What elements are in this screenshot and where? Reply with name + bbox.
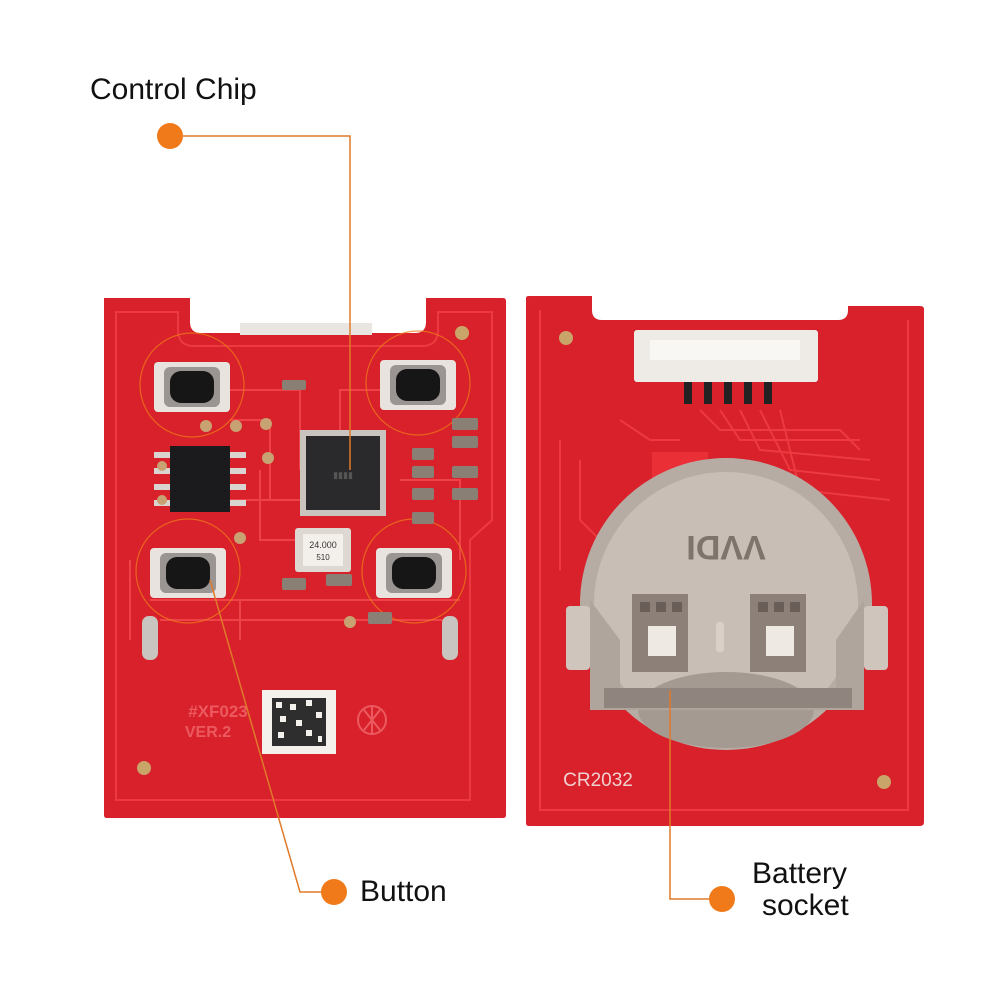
side-clip — [566, 606, 590, 670]
battery-socket-label-line2: socket — [762, 889, 849, 922]
battery-marking: CR2032 — [563, 770, 633, 791]
highlight-ring — [365, 330, 471, 436]
highlight-ring — [135, 518, 241, 624]
tact-button — [376, 548, 452, 598]
mount-hole — [137, 761, 151, 775]
back-pcb: VVDI CR2032 — [526, 296, 924, 826]
crystal-label: 24.000 — [309, 540, 337, 550]
logo-mark — [357, 705, 387, 735]
front-pcb: ▮▮▮▮ 24.000 510 — [104, 298, 506, 818]
callout-dot — [709, 886, 735, 912]
model-marking: #XF023 — [188, 702, 248, 721]
button-label: Button — [360, 875, 447, 908]
eeprom-chip — [154, 446, 246, 512]
callout-button — [209, 579, 347, 905]
mount-hole — [877, 775, 891, 789]
callout-dot — [157, 123, 183, 149]
side-contact — [142, 616, 158, 660]
tact-button — [154, 362, 230, 412]
holder-brand: VVDI — [686, 528, 765, 566]
battery-holder: VVDI — [566, 458, 888, 750]
highlight-ring — [139, 332, 245, 438]
callout-dot — [321, 879, 347, 905]
mount-hole — [455, 326, 469, 340]
connector-edge — [240, 323, 372, 335]
crystal-code: 510 — [316, 553, 330, 562]
callout-line — [183, 135, 351, 470]
side-contact — [442, 616, 458, 660]
callout-battery-socket — [669, 690, 735, 912]
connector — [634, 330, 818, 404]
callout-control-chip — [157, 123, 351, 470]
svg-text:▮▮▮▮: ▮▮▮▮ — [333, 470, 353, 480]
battery-socket-label: Battery socket — [752, 858, 849, 922]
battery-socket-label-line1: Battery — [752, 857, 848, 890]
qr-code — [262, 690, 336, 754]
mount-hole — [559, 331, 573, 345]
version-marking: VER.2 — [185, 724, 231, 741]
tact-button — [380, 360, 456, 410]
callout-line — [669, 690, 709, 900]
control-chip: ▮▮▮▮ — [300, 430, 386, 516]
side-clip — [864, 606, 888, 670]
control-chip-label: Control Chip — [90, 73, 257, 106]
tact-button — [150, 548, 226, 598]
callout-line — [209, 579, 321, 893]
crystal: 24.000 510 — [295, 528, 351, 572]
